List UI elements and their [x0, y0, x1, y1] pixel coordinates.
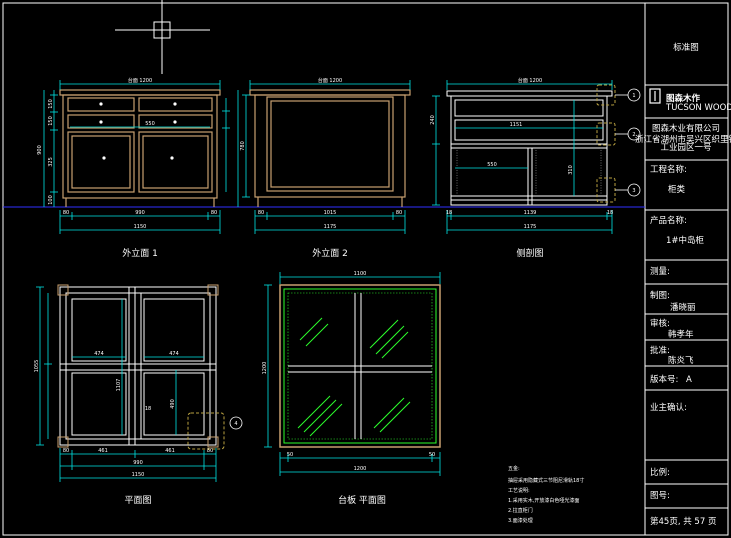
e1-dim-1: 80 — [63, 210, 69, 216]
e1-h1: 150 — [48, 99, 54, 109]
e1-height-dim: 900 — [37, 145, 43, 155]
top-plan-dim-1: 50 — [287, 452, 293, 458]
drawing-no-label: 图号: — [650, 491, 670, 501]
notes-line-5: 3.面漆处理 — [508, 517, 533, 524]
e2-height-dim: 780 — [240, 141, 246, 151]
plan-title: 平面图 — [124, 495, 151, 506]
notes-line-1: 抽屉采用隐藏式三节阻尼滑轨18寸 — [508, 477, 584, 484]
plan-h2-dim: 490 — [170, 399, 176, 409]
notes-heading: 五金: — [508, 465, 520, 472]
e1-dim-3: 80 — [211, 210, 217, 216]
top-plan-dim-2: 50 — [429, 452, 435, 458]
callout-4: 4 — [234, 421, 237, 427]
section-view: 台面 1200 18 1139 18 1175 1151 550 240 310… — [430, 77, 613, 259]
approver-value: 陈炎飞 — [668, 355, 694, 366]
project-value: 柜类 — [668, 184, 686, 195]
product-value: 1#中岛柜 — [666, 235, 705, 246]
top-plan-total-dim: 1200 — [354, 466, 367, 472]
plan-height-dim: 1055 — [34, 360, 40, 373]
plan-view: 80 461 461 80 990 1150 474 474 1107 18 1… — [34, 284, 243, 506]
drafter-value: 潘晓丽 — [670, 302, 696, 313]
e1-drawer-dim: 550 — [145, 121, 155, 127]
scale-label: 比例: — [650, 467, 670, 478]
crosshair-cursor — [115, 0, 210, 74]
sec-shelf-dim: 550 — [487, 162, 497, 168]
notes-line-2: 工艺说明: — [508, 487, 530, 494]
drafter-label: 制图: — [650, 290, 670, 301]
version-label: 版本号: — [650, 374, 678, 385]
company-address-2: 工业园区一号 — [660, 142, 711, 153]
plan-mid-dim: 990 — [133, 460, 143, 466]
notes-block: 五金: 抽屉采用隐藏式三节阻尼滑轨18寸 工艺说明: 1.采用实木,开放漆白色哑… — [508, 465, 584, 524]
owner-label: 业主确认: — [650, 402, 687, 413]
reviewer-value: 韩孝年 — [668, 329, 694, 340]
e1-total-dim: 1150 — [134, 224, 147, 230]
plan-dim-1: 80 — [63, 448, 69, 454]
sec-inner-dim: 1151 — [510, 122, 523, 128]
survey-label: 测量: — [650, 267, 670, 277]
e2-dim-1: 80 — [258, 210, 264, 216]
top-plan-title: 台板 平面图 — [338, 494, 386, 506]
callout-3: 3 — [632, 188, 635, 194]
e2-top-dim: 台面 1200 — [318, 77, 342, 84]
elevation-2: 台面 1200 80 1015 80 1175 780 外立面 2 — [237, 77, 411, 259]
section-title: 侧剖图 — [516, 247, 543, 259]
sec-total-dim: 1175 — [524, 224, 537, 230]
top-plan-view: 1100 50 50 1200 1200 台板 平面图 — [262, 271, 441, 506]
plan-depth-dim: 1107 — [116, 379, 122, 392]
sec-dim-3: 18 — [607, 210, 613, 216]
sec-dim-1: 18 — [446, 210, 452, 216]
e1-h2: 150 — [48, 116, 54, 126]
callout-group: 1 2 3 — [596, 84, 641, 203]
project-label: 工程名称: — [650, 164, 687, 175]
company-logo: 图森木作 TUCSON WOOD — [649, 88, 731, 113]
e2-total-dim: 1175 — [324, 224, 337, 230]
plan-474-b: 474 — [169, 351, 179, 357]
callout-1: 1 — [632, 93, 635, 99]
notes-line-3: 1.采用实木,开放漆白色哑光漆面 — [508, 497, 579, 504]
sec-h1: 240 — [430, 115, 436, 125]
product-label: 产品名称: — [650, 215, 687, 226]
e2-dim-3: 80 — [396, 210, 402, 216]
plan-dim-4: 80 — [207, 448, 213, 454]
sec-h2: 310 — [568, 165, 574, 175]
reviewer-label: 审核: — [650, 318, 670, 329]
page-number: 第45页, 共 57 页 — [650, 516, 716, 527]
top-plan-top-dim: 1100 — [354, 271, 367, 277]
e1-h3: 325 — [48, 157, 54, 167]
company-name: 图森木业有限公司 — [652, 123, 720, 134]
drawing-title: 标准图 — [673, 42, 699, 53]
approver-label: 批准: — [650, 345, 670, 356]
sec-dim-2: 1139 — [524, 210, 537, 216]
elevation-1: 台面 1200 80 990 80 1150 550 900 150 150 3… — [37, 77, 230, 259]
plan-dim-2: 461 — [98, 448, 108, 454]
logo-name: 图森木作 — [666, 93, 701, 104]
plan-474-a: 474 — [94, 351, 104, 357]
e1-dim-2: 990 — [135, 210, 145, 216]
top-plan-height-dim: 1200 — [262, 362, 268, 375]
sec-top-dim: 台面 1200 — [518, 77, 542, 84]
elevation-1-title: 外立面 1 — [122, 247, 158, 259]
company-address-1: 浙江省湖州市吴兴区织里镇 — [635, 134, 731, 145]
notes-line-4: 2.拉直柜门 — [508, 507, 533, 514]
plan-total-dim: 1150 — [132, 472, 145, 478]
plan-18-dim: 18 — [145, 406, 151, 412]
e1-top-dim: 台面 1200 — [128, 77, 152, 84]
elevation-2-title: 外立面 2 — [312, 247, 348, 259]
e1-h4: 100 — [48, 195, 54, 205]
plan-dim-3: 461 — [165, 448, 175, 454]
version-value: A — [686, 375, 692, 385]
title-block: 标准图 图森木作 TUCSON WOOD 图森木业有限公司 浙江省湖州市吴兴区织… — [635, 42, 731, 527]
e2-dim-2: 1015 — [324, 210, 337, 216]
logo-en: TUCSON WOOD — [665, 103, 731, 113]
callout-2: 2 — [632, 132, 635, 138]
